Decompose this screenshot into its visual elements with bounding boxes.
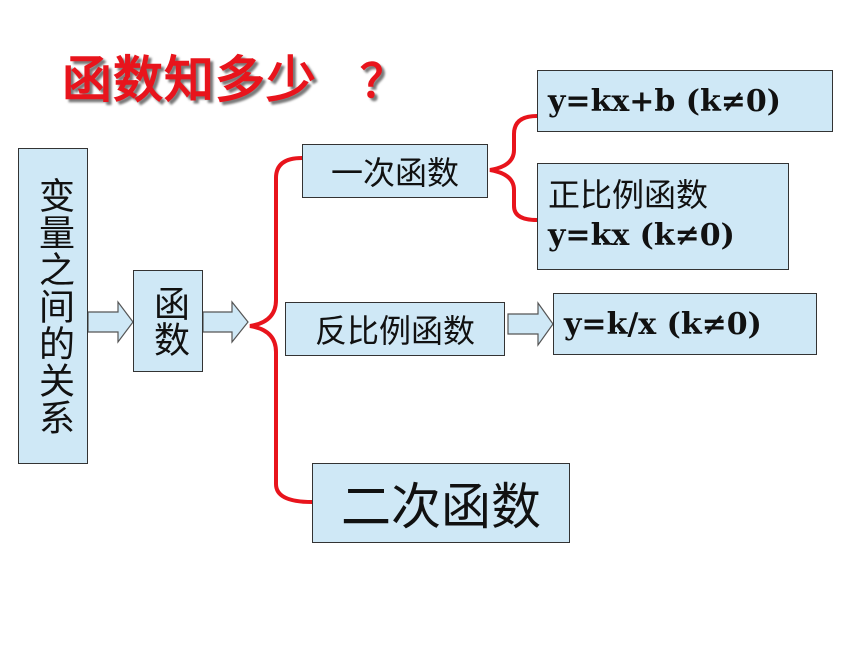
linear-formula-box: y=kx+b (k≠0) [537, 70, 833, 132]
arrow-inverse-to-formula [507, 301, 554, 347]
linear-function-label: 一次函数 [330, 154, 459, 192]
root-label: 变量之间的关系 [33, 176, 74, 436]
inverse-function-box: 反比例函数 [285, 302, 505, 356]
question-mark-icon: ？ [360, 54, 406, 108]
linear-function-box: 一次函数 [302, 144, 488, 198]
inverse-function-label: 反比例函数 [314, 312, 475, 350]
arrow-root-to-hanshu [87, 300, 134, 344]
root-box: 变量之间的关系 [18, 148, 88, 464]
inverse-formula: y=k/x (k≠0) [564, 306, 762, 342]
inverse-formula-box: y=k/x (k≠0) [553, 293, 817, 355]
direct-proportion-formula: y=kx (k≠0) [548, 218, 735, 253]
function-box: 函数 [133, 270, 203, 372]
quadratic-function-label: 二次函数 [341, 478, 541, 536]
linear-formula: y=kx+b (k≠0) [548, 83, 781, 119]
arrow-hanshu-to-bracket [202, 300, 249, 344]
linear-bracket [489, 114, 538, 222]
function-label: 函数 [148, 285, 189, 357]
page-title: 函数知多少 [62, 51, 317, 109]
direct-proportion-box: 正比例函数 y=kx (k≠0) [537, 163, 789, 270]
quadratic-function-box: 二次函数 [312, 463, 570, 543]
direct-proportion-label: 正比例函数 [548, 176, 709, 214]
main-bracket [249, 156, 313, 504]
